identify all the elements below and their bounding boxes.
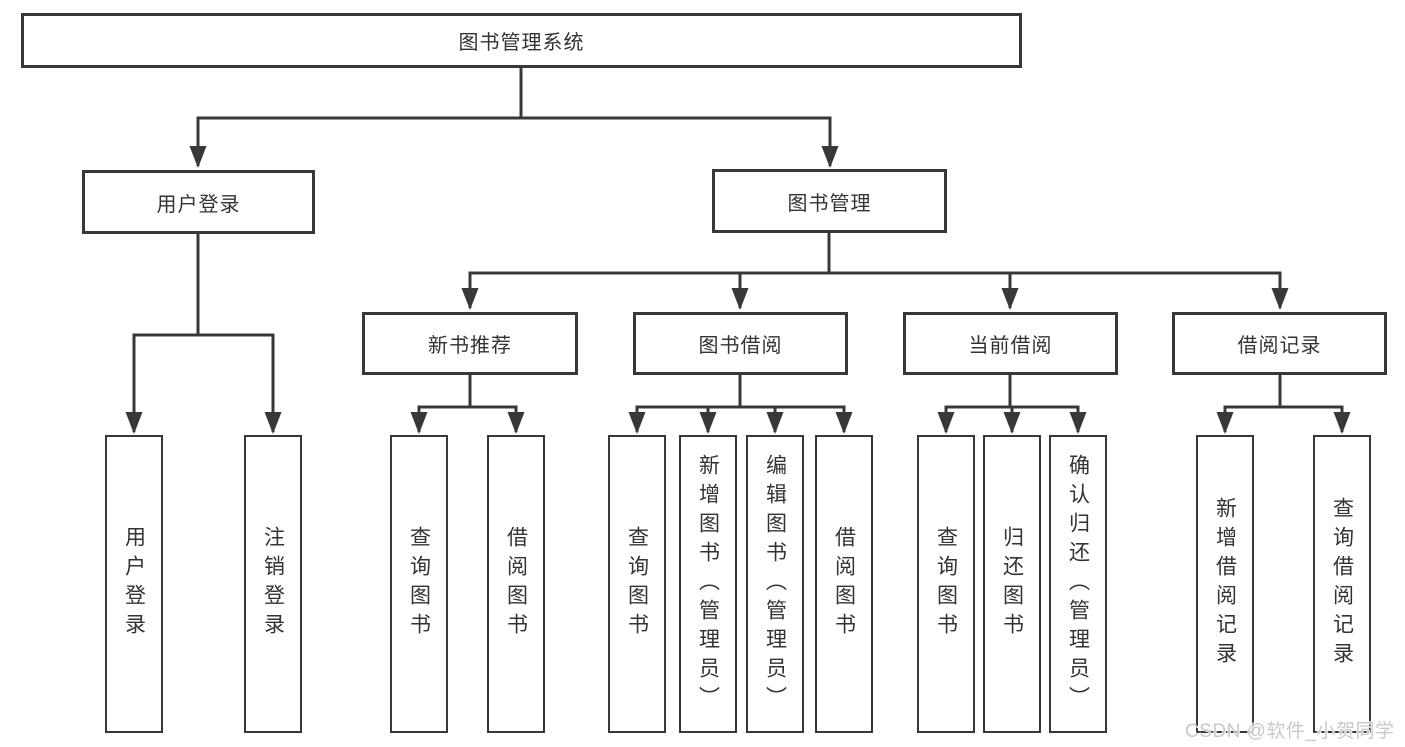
leaf-borrow-add-book-admin-label: 新增图书（管理员） [696, 453, 720, 715]
leaf-current-confirm-return-admin: 确认归还（管理员） [1049, 435, 1107, 733]
leaf-user-login-label: 用户登录 [122, 526, 146, 642]
leaf-borrow-query-books-label: 查询图书 [625, 526, 649, 642]
leaf-borrow-query-books: 查询图书 [608, 435, 666, 733]
leaf-newbooks-query-books-label: 查询图书 [407, 526, 431, 642]
node-user-login: 用户登录 [82, 170, 315, 234]
leaf-records-add-record-label: 新增借阅记录 [1213, 497, 1237, 671]
leaf-records-query-record-label: 查询借阅记录 [1330, 497, 1354, 671]
node-book-management: 图书管理 [712, 169, 947, 233]
leaf-borrow-edit-book-admin: 编辑图书（管理员） [746, 435, 804, 733]
leaf-borrow-borrow-books: 借阅图书 [815, 435, 873, 733]
leaf-records-query-record: 查询借阅记录 [1313, 435, 1371, 733]
leaf-records-add-record: 新增借阅记录 [1196, 435, 1254, 733]
leaf-newbooks-borrow-books: 借阅图书 [487, 435, 545, 733]
node-root: 图书管理系统 [21, 13, 1022, 68]
leaf-user-login: 用户登录 [105, 435, 163, 733]
node-book-borrow: 图书借阅 [633, 312, 848, 375]
csdn-watermark: CSDN @软件_小贺同学 [1185, 721, 1395, 742]
leaf-current-confirm-return-admin-label: 确认归还（管理员） [1066, 453, 1090, 715]
leaf-current-return-books-label: 归还图书 [1000, 526, 1024, 642]
leaf-current-query-books: 查询图书 [917, 435, 975, 733]
leaf-current-return-books: 归还图书 [983, 435, 1041, 733]
node-new-book-recommend: 新书推荐 [362, 312, 578, 375]
leaf-logout-label: 注销登录 [261, 526, 285, 642]
leaf-borrow-edit-book-admin-label: 编辑图书（管理员） [763, 453, 787, 715]
leaf-current-query-books-label: 查询图书 [934, 526, 958, 642]
leaf-borrow-add-book-admin: 新增图书（管理员） [679, 435, 737, 733]
leaf-newbooks-query-books: 查询图书 [390, 435, 448, 733]
leaf-borrow-borrow-books-label: 借阅图书 [832, 526, 856, 642]
leaf-logout: 注销登录 [244, 435, 302, 733]
leaf-newbooks-borrow-books-label: 借阅图书 [504, 526, 528, 642]
node-borrow-records: 借阅记录 [1172, 312, 1387, 375]
node-current-borrow: 当前借阅 [903, 312, 1118, 375]
